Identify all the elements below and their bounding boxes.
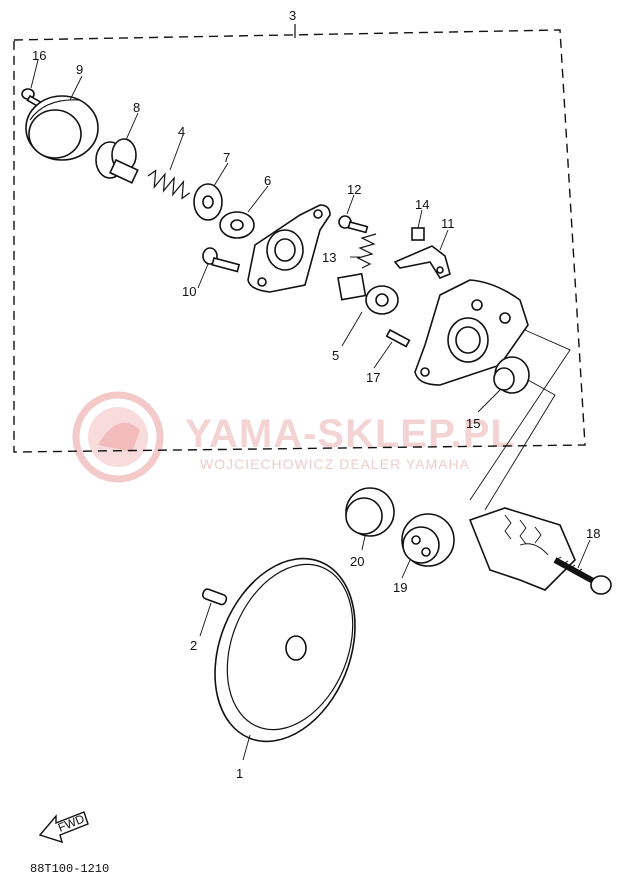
fwd-arrow-icon: FWD (38, 811, 89, 844)
part-7-plate (193, 162, 229, 221)
part-16-screw (21, 59, 42, 108)
label-20: 20 (350, 554, 364, 569)
label-2: 2 (190, 638, 197, 653)
part-20-seal (345, 487, 395, 551)
part-6-washer (219, 185, 269, 239)
label-4: 4 (178, 124, 185, 139)
label-16: 16 (32, 48, 46, 63)
label-19: 19 (393, 580, 407, 595)
part-5-valve (337, 272, 399, 347)
label-11: 11 (441, 216, 455, 231)
label-14: 14 (415, 197, 429, 212)
label-9: 9 (76, 62, 83, 77)
label-1: 1 (236, 766, 243, 781)
assembly-boundary (13, 29, 586, 453)
part-2-key (199, 588, 228, 637)
leader-housing-to-20 (469, 329, 571, 501)
label-3: 3 (289, 8, 296, 23)
part-14-nut (411, 209, 425, 241)
part-19-bushing (401, 513, 455, 579)
watermark-sub: WOJCIECHOWICZ DEALER YAMAHA (200, 456, 470, 472)
part-15-cap (477, 356, 530, 413)
part-18-bolt (553, 539, 612, 595)
label-6: 6 (264, 173, 271, 188)
part-4-spring (147, 134, 191, 200)
crankcase-fragment (468, 507, 576, 591)
part-12-bolt (338, 194, 369, 234)
part-11-lever (393, 229, 451, 279)
label-12: 12 (347, 182, 361, 197)
label-13: 13 (322, 250, 336, 265)
part-8-shaft (95, 112, 139, 184)
label-8: 8 (133, 100, 140, 115)
leader-cap-to-19 (484, 379, 556, 511)
label-18: 18 (586, 526, 600, 541)
part-10-bolt (197, 247, 241, 289)
housing-plate (247, 204, 331, 293)
part-13-spring (350, 233, 377, 269)
part-17-pin (373, 328, 411, 369)
watermark: YAMA-SKLEP.PL WOJCIECHOWICZ DEALER YAMAH… (72, 391, 515, 483)
label-15: 15 (466, 416, 480, 431)
part-1-disc (214, 557, 356, 761)
drawing-code: 88T100-1210 (30, 862, 109, 876)
part-9-cover (25, 75, 99, 161)
label-7: 7 (223, 150, 230, 165)
label-5: 5 (332, 348, 339, 363)
label-10: 10 (182, 284, 196, 299)
label-17: 17 (366, 370, 380, 385)
